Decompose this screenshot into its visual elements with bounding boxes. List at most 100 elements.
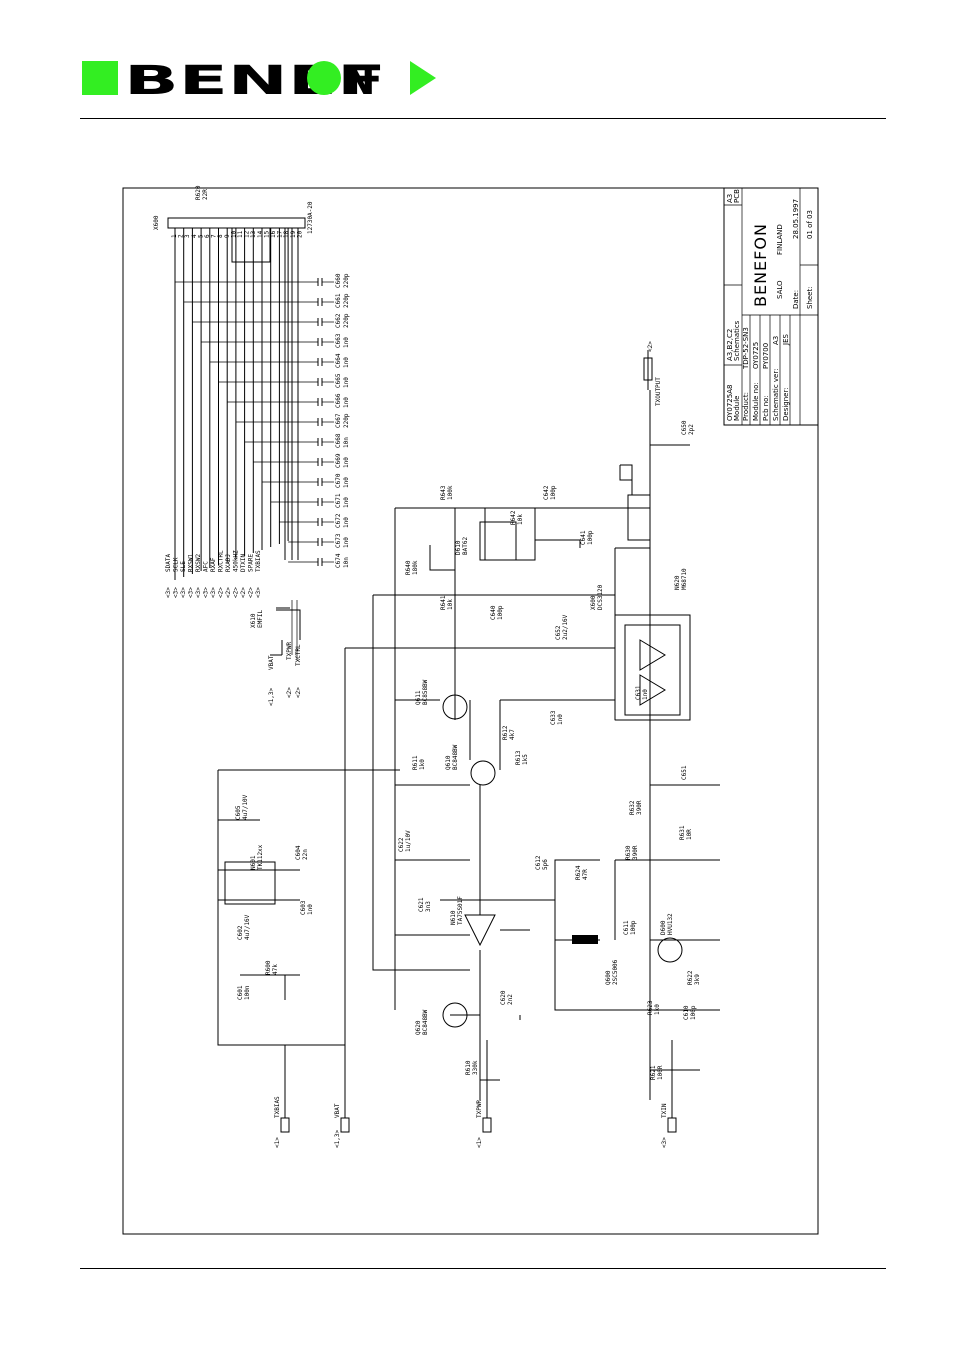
component-ref: C631 bbox=[635, 685, 642, 700]
left-port-txctrl-ref: <2> bbox=[295, 687, 302, 698]
capacitor-ref: C665 bbox=[335, 373, 342, 388]
component-ref: R612 bbox=[502, 725, 509, 740]
component-ref: C642 bbox=[543, 485, 550, 500]
connector-ref: X600 bbox=[153, 215, 160, 230]
transistor-q600 bbox=[657, 937, 683, 963]
port-symbol bbox=[482, 1117, 492, 1133]
capacitor-value: 10n bbox=[343, 557, 350, 568]
component-value: DCS3120 bbox=[597, 584, 604, 610]
net-ref: <3> bbox=[165, 587, 172, 598]
connector-pin: 12 bbox=[244, 230, 251, 238]
component-ref: C602 bbox=[237, 925, 244, 940]
component-ref: C620 bbox=[500, 990, 507, 1005]
capacitor-value: 220p bbox=[343, 313, 350, 328]
capacitor-value: 1n0 bbox=[343, 537, 350, 548]
left-port-vbat: <1,3> bbox=[268, 688, 275, 706]
product-label: Product: bbox=[742, 392, 750, 421]
component-ref: R623 bbox=[647, 1000, 654, 1015]
net-name: RXADJ bbox=[225, 554, 232, 572]
capacitor-value: 10n bbox=[343, 437, 350, 448]
component-value: 1k0 bbox=[419, 759, 426, 770]
port-ref: <1> bbox=[476, 1137, 483, 1148]
connector-pin: 6 bbox=[204, 234, 211, 238]
filter-ref: X610 bbox=[250, 613, 257, 628]
component-value: 100k bbox=[447, 485, 454, 500]
capacitor-ref: C671 bbox=[335, 493, 342, 508]
component-ref: Q620 bbox=[415, 1020, 422, 1035]
capacitor-ref: C662 bbox=[335, 313, 342, 328]
component-value: TK112xx bbox=[257, 844, 264, 870]
capacitor-ref: C673 bbox=[335, 533, 342, 548]
net-ref: <3> bbox=[203, 587, 210, 598]
sheet-label: Sheet: bbox=[806, 286, 814, 309]
svg-text:BENEF: BENEF bbox=[124, 58, 386, 98]
component-ref: C652 bbox=[555, 625, 562, 640]
net-name: TXBIAS bbox=[255, 550, 262, 572]
component-ref: R632 bbox=[629, 800, 636, 815]
rf-output: TXOUTPUT <2> bbox=[643, 341, 662, 406]
component-ref: C651 bbox=[681, 765, 688, 780]
module-label: Module bbox=[733, 396, 741, 421]
opamp-n610 bbox=[464, 914, 496, 947]
component-value: 390R bbox=[632, 845, 639, 860]
component-value: 1u/10V bbox=[405, 830, 412, 852]
capacitor-ref: C660 bbox=[335, 273, 342, 288]
module-no-value: OY0725 bbox=[752, 342, 760, 369]
connector-pin: 2 bbox=[178, 234, 185, 238]
transistor-q611 bbox=[442, 694, 468, 720]
component-value: 1n0 bbox=[557, 714, 564, 725]
component-ref: D600 bbox=[660, 920, 667, 935]
connector-pin: 15 bbox=[263, 230, 270, 238]
component-ref: R600 bbox=[265, 960, 272, 975]
connector-pin: 16 bbox=[270, 230, 277, 238]
component-ref: Q600 bbox=[605, 970, 612, 985]
component-ref: R621 bbox=[650, 1065, 657, 1080]
component-value: 10k bbox=[447, 599, 454, 610]
city: SALO bbox=[776, 280, 784, 299]
designer-value: JES bbox=[782, 334, 790, 346]
capacitor-value: 1n0 bbox=[343, 517, 350, 528]
component-ref: R643 bbox=[440, 485, 447, 500]
component-value: 100p bbox=[587, 530, 594, 545]
component-value: 2p2 bbox=[688, 424, 695, 435]
company-name: BENEFON bbox=[751, 223, 770, 307]
port-symbol bbox=[280, 1117, 290, 1133]
sheet-value: 01 of 03 bbox=[806, 210, 814, 239]
capacitor-value: 1n0 bbox=[343, 457, 350, 468]
connector-pin: 7 bbox=[211, 234, 218, 238]
component-value: 100p bbox=[690, 1005, 697, 1020]
component-value: 10R bbox=[686, 829, 693, 840]
format: A3 bbox=[726, 194, 734, 203]
component-ref: C621 bbox=[418, 897, 425, 912]
net-ref: <2> bbox=[240, 587, 247, 598]
net-ref: <2> bbox=[218, 587, 225, 598]
component-ref: R613 bbox=[515, 750, 522, 765]
component-ref: C601 bbox=[237, 985, 244, 1000]
component-value: M68710 bbox=[681, 568, 688, 590]
left-port-txpwr: TXPWR bbox=[286, 642, 293, 660]
component-value: 22n bbox=[302, 849, 309, 860]
net-name: DTXIN bbox=[240, 554, 247, 572]
net-ref: <3> bbox=[210, 587, 217, 598]
connector-pin: 17 bbox=[277, 230, 284, 238]
port-ref: <1> bbox=[274, 1137, 281, 1148]
capacitor-value: 1n0 bbox=[343, 357, 350, 368]
component-ref: D610 bbox=[455, 540, 462, 555]
capacitor-value: 220p bbox=[343, 413, 350, 428]
component-value: 2n2 bbox=[507, 994, 514, 1005]
component-value: 100p bbox=[550, 485, 557, 500]
component-ref: C612 bbox=[535, 855, 542, 870]
component-value: BAT62 bbox=[462, 537, 469, 555]
net-name: AFC bbox=[203, 561, 210, 572]
port-name: VBAT bbox=[334, 1103, 341, 1118]
sheet-frame bbox=[122, 187, 819, 1235]
designer-label: Designer: bbox=[782, 387, 790, 421]
filter-label: EMFIL bbox=[257, 610, 264, 628]
net-ref: <3> bbox=[180, 587, 187, 598]
component-ref: R624 bbox=[575, 865, 582, 880]
symbols bbox=[224, 494, 691, 1028]
net-labels: <3>SDATA<3>SCLK<3>SLE<3>RXSW1<3>RXSW2<3>… bbox=[165, 550, 262, 598]
capacitor-ref: C667 bbox=[335, 413, 342, 428]
pcb-tag: PCB bbox=[733, 189, 741, 203]
